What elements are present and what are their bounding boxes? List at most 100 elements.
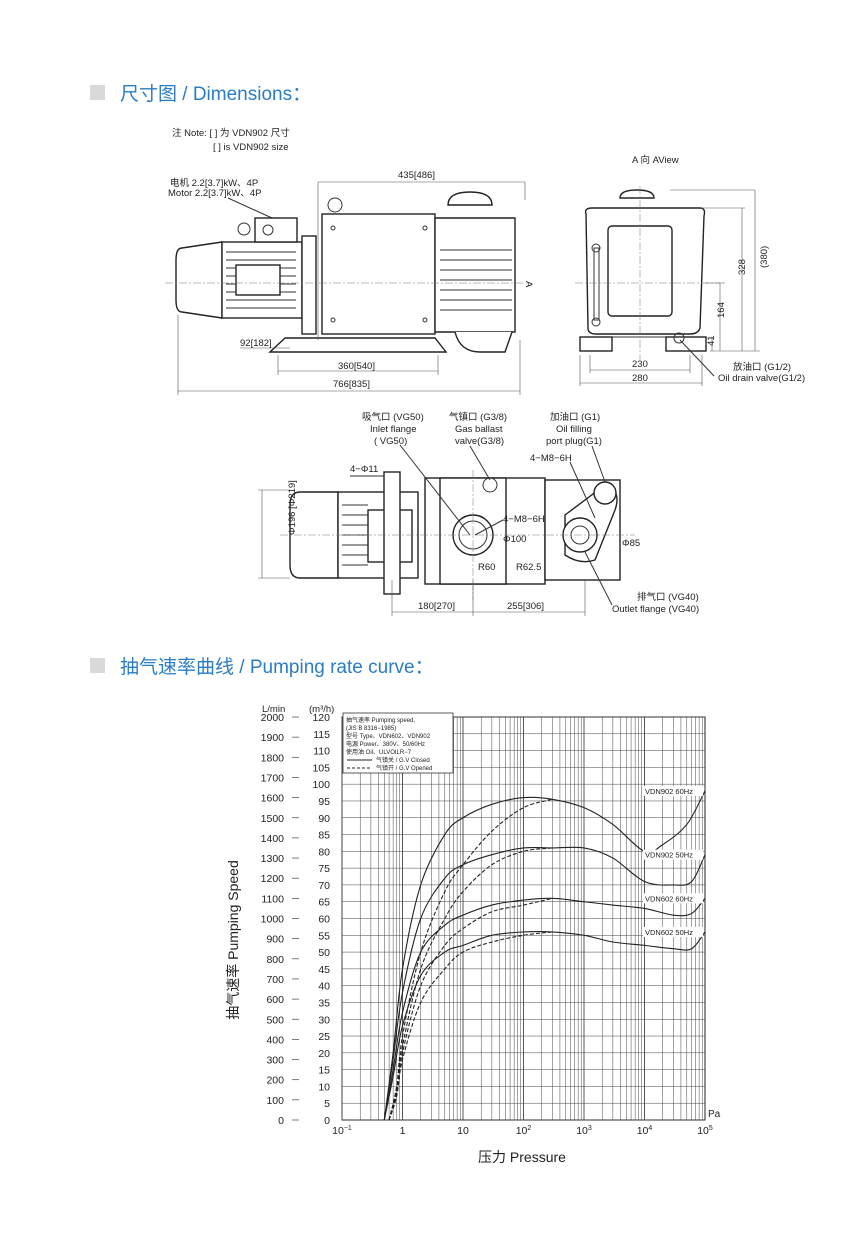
y-tick-m3h: 120 (312, 712, 330, 724)
y-tick-lmin: 1100 (261, 893, 284, 905)
y-unit-left: L/min (262, 704, 285, 715)
y-tick-m3h: 50 (318, 947, 330, 959)
bullet-square (90, 658, 105, 673)
y-tick-lmin: 200 (266, 1075, 284, 1087)
y-tick-m3h: 85 (318, 830, 330, 842)
y-tick-m3h: 35 (318, 997, 330, 1009)
dimensions-section-title: 尺寸图 / Dimensions： (90, 79, 311, 106)
dim-360: 360[540] (338, 361, 375, 372)
y-tick-m3h: 70 (318, 880, 330, 892)
dim-255: 255[306] (507, 601, 544, 612)
series-label: VDN902 50Hz (645, 851, 693, 860)
y-tick-lmin: 1400 (261, 833, 285, 845)
bullet-square (90, 85, 105, 100)
y-tick-m3h: 105 (312, 762, 330, 774)
motor-label-cn: 电机 2.2[3.7]kW、4P (170, 177, 258, 189)
legend-line: 抽气速率 Pumping speed, (346, 716, 415, 724)
y-tick-m3h: 100 (312, 779, 330, 791)
view-arrow-a: A (523, 281, 534, 288)
y-tick-m3h: 65 (318, 897, 330, 909)
legend-line: (JIS B 8316−1985) (346, 726, 396, 732)
dim-435: 435[486] (398, 170, 435, 181)
legend-line: 使用油 Oil、ULVOILR−7 (346, 748, 412, 756)
y-tick-m3h: 30 (318, 1014, 330, 1026)
y-tick-lmin: 1600 (261, 793, 285, 805)
ballast-label-1: 气镇口 (G3/8) (449, 411, 507, 423)
dim-180: 180[270] (418, 601, 455, 612)
y-tick-m3h: 110 (313, 746, 330, 758)
x-tick-label: 105 (697, 1125, 713, 1137)
y-tick-lmin: 400 (266, 1034, 284, 1046)
y-tick-m3h: 25 (318, 1031, 330, 1043)
y-tick-lmin: 1800 (261, 752, 285, 764)
drain-label-cn: 放油口 (G1/2) (733, 361, 791, 373)
dim-41: 41 (706, 335, 717, 346)
oil-label-2: Oil filling (556, 424, 592, 435)
top-view-drawing: 吸气口 (VG50) Inlet flange ( VG50) 气镇口 (G3/… (258, 411, 699, 616)
y-tick-lmin: 1700 (261, 772, 285, 784)
y-unit-right: (m³/h) (309, 704, 334, 715)
x-tick-label: 103 (576, 1125, 592, 1137)
y-tick-lmin: 100 (266, 1095, 284, 1107)
x-tick-label: 1 (400, 1125, 406, 1137)
r62-label: R62.5 (516, 562, 541, 573)
dimensions-title-text: 尺寸图 / Dimensions： (120, 84, 312, 105)
phi100-label: Φ100 (503, 534, 526, 545)
dim-164: 164 (716, 302, 727, 318)
r60-label: R60 (478, 562, 495, 573)
inlet-label-3: ( VG50) (374, 436, 407, 447)
x-tick-label: 10−1 (332, 1125, 352, 1137)
chart-ticks: 1201151101051009590858075706560555045403… (261, 712, 713, 1137)
x-unit: Pa (708, 1109, 721, 1120)
y-tick-m3h: 55 (318, 930, 330, 942)
y-tick-m3h: 40 (318, 981, 330, 993)
y-tick-m3h: 20 (318, 1048, 330, 1060)
x-tick-label: 102 (516, 1125, 532, 1137)
note-cn: 注 Note: [ ] 为 VDN902 尺寸 (172, 127, 290, 139)
inlet-label-1: 吸气口 (VG50) (362, 411, 424, 423)
series-line-opened (388, 931, 553, 1121)
y-tick-m3h: 60 (318, 914, 330, 926)
drain-label-en: Oil drain valve(G1/2) (718, 373, 805, 384)
series-label-bg (643, 849, 703, 860)
front-view-drawing: 注 Note: [ ] 为 VDN902 尺寸 [ ] is VDN902 si… (165, 127, 534, 395)
oil-label-1: 加油口 (G1) (550, 411, 600, 423)
series-label-bg (643, 926, 703, 937)
dim-92: 92[182] (240, 338, 272, 349)
legend-line: 型号 Type、VDN602、VDN902 (346, 732, 431, 740)
y-tick-lmin: 1300 (261, 853, 285, 865)
y-axis-title: 抽气速率 Pumping Speed (225, 860, 241, 1020)
ballast-label-2: Gas ballast (455, 424, 503, 435)
legend-opened: 气镇开 / G.V Opened (376, 764, 432, 772)
series-label: VDN602 60Hz (645, 894, 693, 903)
oil-label-3: port plug(G1) (546, 436, 602, 447)
legend-line: 电源 Power、380V、50/60Hz (346, 740, 425, 748)
m8-top-label: 4−M8−6H (530, 453, 572, 464)
dim-766: 766[835] (333, 379, 370, 390)
y-tick-m3h: 10 (318, 1081, 330, 1093)
x-tick-label: 104 (637, 1125, 653, 1137)
y-tick-lmin: 1200 (261, 873, 285, 885)
note-en: [ ] is VDN902 size (213, 142, 289, 153)
dim-328: 328 (737, 259, 748, 275)
series-label-bg (643, 785, 703, 796)
series-line-closed (383, 897, 706, 1121)
y-tick-m3h: 90 (318, 813, 330, 825)
y-tick-lmin: 1900 (261, 732, 285, 744)
y-tick-lmin: 300 (266, 1055, 284, 1067)
series-label: VDN902 60Hz (645, 787, 693, 796)
legend-closed: 气镇关 / G.V Closed (376, 756, 430, 764)
y-tick-lmin: 1500 (261, 813, 285, 825)
y-tick-m3h: 0 (324, 1115, 330, 1127)
side-view-title: A 向 AView (632, 154, 679, 166)
y-tick-m3h: 75 (318, 863, 330, 875)
m8-mid-label: 4−M8−6H (503, 514, 545, 525)
y-tick-lmin: 500 (266, 1014, 284, 1026)
dim-380: (380) (759, 246, 770, 268)
curve-section-title: 抽气速率曲线 / Pumping rate curve： (90, 652, 434, 679)
y-tick-m3h: 45 (318, 964, 330, 976)
series-label-bg (643, 893, 703, 904)
outlet-label-2: Outlet flange (VG40) (612, 604, 699, 615)
